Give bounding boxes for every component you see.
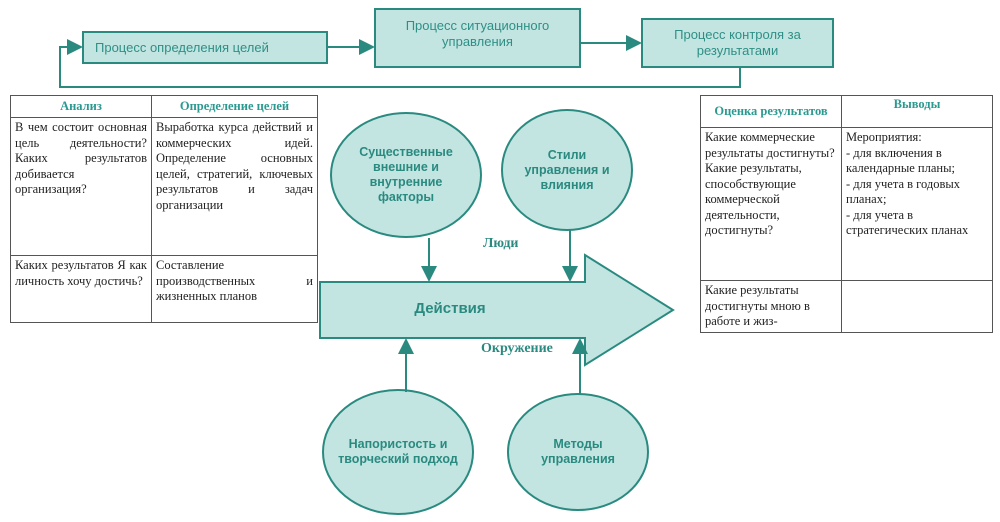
table-cell: Какие коммерческие результаты достигнуты…: [700, 127, 842, 281]
goal-process-label: Процесс определения целей: [95, 39, 269, 55]
goal-process-box: Процесс определения целей: [83, 32, 327, 63]
actions-label-box: Действия: [360, 290, 540, 328]
factors-label: Существенные внешние и внутренние фактор…: [359, 145, 453, 204]
header-goals: Определение целей: [151, 95, 318, 118]
table-cell: Составление производственных и жизненных…: [151, 255, 318, 323]
table-cell: В чем состоит основная цель деятельности…: [10, 117, 152, 256]
styles-ellipse: Стили управления и влияния: [517, 125, 617, 215]
factors-ellipse: Существенные внешние и внутренние фактор…: [346, 125, 466, 225]
table-cell: Выработка курса действий и коммерческих …: [151, 117, 318, 256]
persistence-label: Напористость и творческий подход: [338, 437, 458, 466]
header-evaluation: Оценка результатов: [700, 95, 842, 128]
actions-arrow-shape: [319, 253, 675, 367]
situational-process-box: Процесс ситуационного управления: [390, 9, 565, 59]
styles-label: Стили управления и влияния: [524, 147, 610, 192]
table-cell: Каких результатов Я как личность хочу до…: [10, 255, 152, 323]
goal-process-box-shape: [82, 31, 328, 64]
table-cell: Какие результаты достигнуты мною в работ…: [700, 280, 842, 333]
header-conclusions: Выводы: [841, 95, 993, 128]
table-cell: Мероприятия: - для включения в календарн…: [841, 127, 993, 281]
situational-process-label: Процесс ситуационного управления: [405, 18, 550, 49]
persistence-ellipse: Напористость и творческий подход: [338, 410, 458, 494]
people-label: Люди: [483, 236, 519, 251]
control-process-box: Процесс контроля за результатами: [660, 19, 815, 67]
header-analysis: Анализ: [10, 95, 152, 118]
methods-label: Методы управления: [541, 437, 615, 466]
control-process-label: Процесс контроля за результатами: [674, 27, 801, 58]
actions-label: Действия: [414, 300, 486, 317]
environment-label: Окружение: [481, 341, 553, 356]
methods-ellipse: Методы управления: [528, 410, 628, 494]
table-cell: [841, 280, 993, 333]
